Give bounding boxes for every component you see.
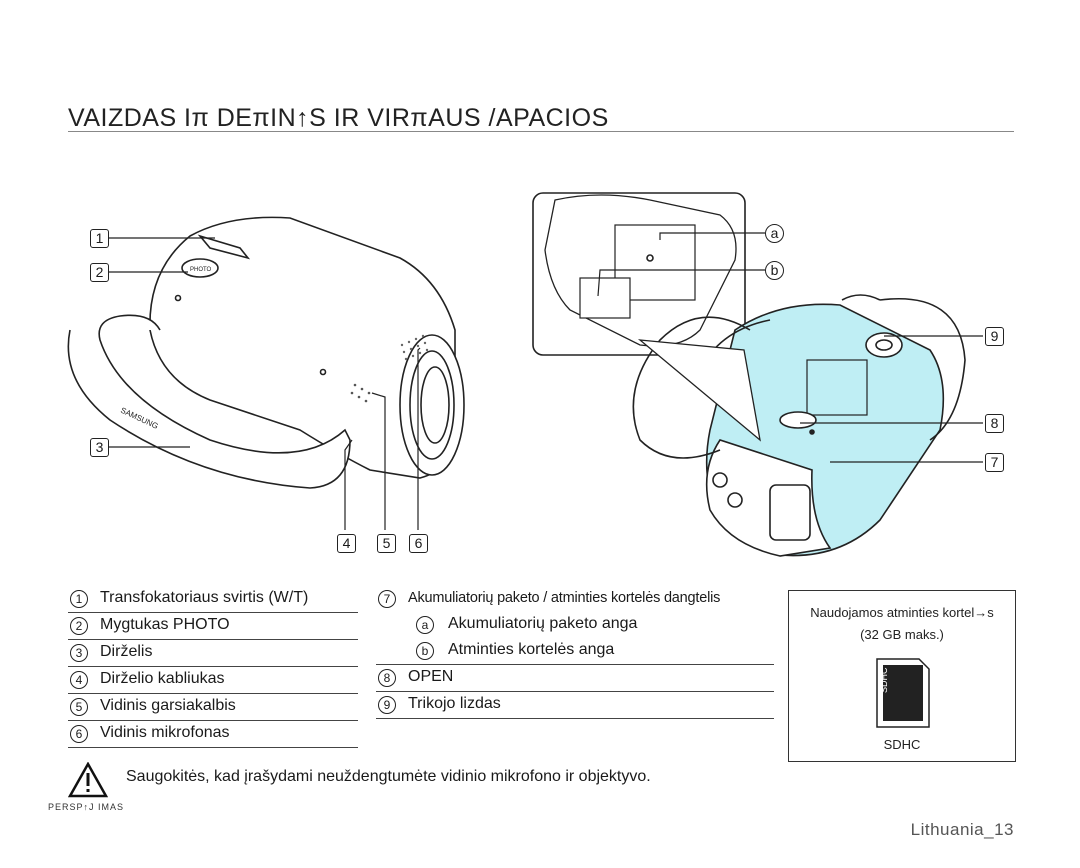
sdhc-card-icon: SDHC [876,658,930,728]
legend-item: 8 OPEN [376,665,774,692]
legend-number: 5 [70,698,88,716]
callout-b: b [765,261,784,280]
camcorder-bottom-view [632,294,966,557]
legend-number: 6 [70,725,88,743]
svg-text:PHOTO: PHOTO [190,267,212,273]
legend-number: 2 [70,617,88,635]
legend-label: Trikojo lizdas [408,695,501,712]
speaker-grille [350,383,371,403]
warning-text: Saugokitės, kad įrašydami neuždengtumėte… [126,768,651,785]
callout-5: 5 [377,534,396,553]
callout-3: 3 [90,438,109,457]
card-caption-line2: (32 GB maks.) [860,627,944,642]
legend-label: Dirželio kabliukas [100,670,225,687]
legend-item: 7 Akumuliatorių paketo / atminties korte… [376,586,774,612]
legend-item: 4 Dirželio kabliukas [68,667,358,694]
title-divider [68,131,1014,132]
legend-label: Mygtukas PHOTO [100,616,230,633]
legend-subitem: b Atminties kortelės anga [376,638,774,665]
callout-a: a [765,224,784,243]
camcorder-side-view: PHOTO SAMSUNG [67,216,465,489]
legend-item: 5 Vidinis garsiakalbis [68,694,358,721]
callout-6: 6 [409,534,428,553]
memory-card-box: Naudojamos atminties kortel→s (32 GB mak… [788,590,1016,762]
legend-item: 1 Transfokatoriaus svirtis (W/T) [68,586,358,613]
legend-label: Vidinis mikrofonas [100,724,230,741]
warning-label: PERSP↑J IMAS [48,802,125,812]
legend-label: Dirželis [100,643,153,660]
battery-slot-inset [532,192,746,356]
microphone-grille [400,334,429,361]
legend-number: 1 [70,590,88,608]
card-caption-line1: Naudojamos atminties kortel→s [810,605,994,620]
legend-left: 1 Transfokatoriaus svirtis (W/T) 2 Mygtu… [68,586,358,748]
svg-text:SDHC: SDHC [879,667,889,693]
legend-right: 7 Akumuliatorių paketo / atminties korte… [376,586,774,719]
legend-number: 4 [70,671,88,689]
legend-item: 3 Dirželis [68,640,358,667]
callout-9: 9 [985,327,1004,346]
page-title: VAIZDAS Iπ DEπIN↑S IR VIRπAUS /APACIOS [68,104,609,132]
callout-2: 2 [90,263,109,282]
legend-number: 8 [378,669,396,687]
legend-label: OPEN [408,668,454,685]
callout-8: 8 [985,414,1004,433]
callout-1: 1 [90,229,109,248]
warning-icon [68,762,108,798]
legend-item: 6 Vidinis mikrofonas [68,721,358,748]
legend-number: 7 [378,590,396,608]
legend-subitem: a Akumuliatorių paketo anga [376,612,774,638]
page-footer: Lithuania_13 [910,820,1014,839]
callout-7: 7 [985,453,1004,472]
callout-4: 4 [337,534,356,553]
card-type-label: SDHC [883,737,921,752]
legend-label: Akumuliatorių paketo / atminties kortelė… [408,590,721,606]
legend-letter: a [416,616,434,634]
legend-label: Transfokatoriaus svirtis (W/T) [100,589,309,606]
legend-number: 9 [378,696,396,714]
legend-item: 2 Mygtukas PHOTO [68,613,358,640]
legend-label: Atminties kortelės anga [448,641,615,658]
legend-item: 9 Trikojo lizdas [376,692,774,719]
legend-label: Vidinis garsiakalbis [100,697,236,714]
legend-label: Akumuliatorių paketo anga [448,615,638,632]
legend-number: 3 [70,644,88,662]
legend-letter: b [416,642,434,660]
